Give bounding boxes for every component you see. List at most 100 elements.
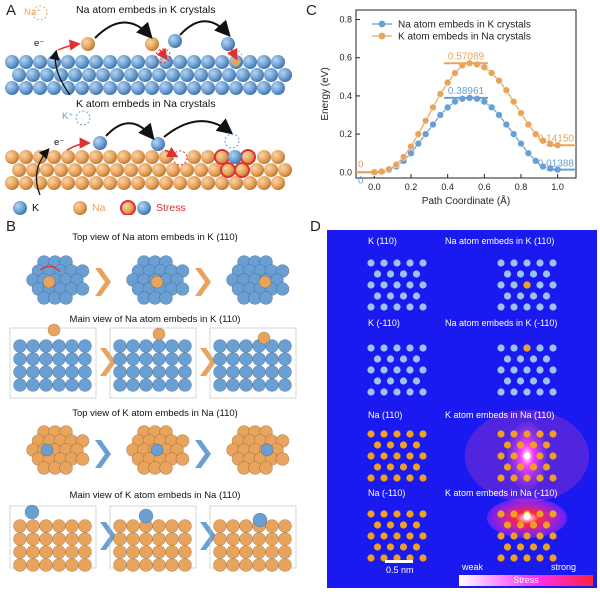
lattice-atom bbox=[503, 355, 512, 363]
lattice-atom bbox=[542, 463, 551, 471]
lattice-atom bbox=[373, 270, 382, 278]
lattice-atom bbox=[510, 474, 518, 482]
data-label: 0 bbox=[358, 159, 364, 170]
na-lattice-atom bbox=[152, 163, 166, 177]
lattice-atom bbox=[367, 474, 375, 482]
na-ion-label: Na⁺ bbox=[24, 7, 42, 18]
lattice-atom bbox=[265, 558, 279, 572]
black-arrow bbox=[94, 21, 153, 39]
legend-stress-swatch bbox=[137, 201, 151, 215]
lattice-atom bbox=[542, 441, 551, 449]
lattice-atom bbox=[367, 281, 375, 289]
na-lattice-atom bbox=[201, 176, 215, 190]
lattice-atom bbox=[265, 519, 279, 533]
data-point bbox=[385, 165, 393, 173]
lattice-atom bbox=[523, 532, 531, 540]
k-lattice-atom bbox=[236, 68, 250, 82]
data-point bbox=[488, 103, 496, 112]
lattice-atom bbox=[113, 545, 127, 559]
lattice-atom bbox=[510, 281, 518, 289]
lattice-atom bbox=[536, 366, 544, 374]
lattice-atom bbox=[239, 545, 253, 559]
data-point bbox=[429, 103, 437, 112]
k-lattice-atom bbox=[201, 81, 215, 95]
lattice-atom bbox=[412, 463, 421, 471]
legend-na-swatch bbox=[73, 201, 87, 215]
k-lattice-atom bbox=[145, 55, 159, 69]
lattice-atom bbox=[503, 543, 512, 551]
lattice-atom bbox=[393, 344, 401, 352]
k-ion-label: K⁺ bbox=[62, 111, 74, 122]
lattice-atom bbox=[367, 303, 375, 311]
lattice-atom bbox=[367, 532, 375, 540]
scale-bar bbox=[385, 560, 413, 563]
k-lattice-atom bbox=[89, 55, 103, 69]
lattice-atom bbox=[419, 344, 427, 352]
lattice-atom bbox=[393, 366, 401, 374]
d-title-6: K atom embeds in Na (110) bbox=[445, 410, 555, 420]
lattice-atom bbox=[380, 259, 388, 267]
k-lattice-atom bbox=[75, 55, 89, 69]
na-lattice-atom bbox=[208, 163, 222, 177]
lattice-atom bbox=[516, 521, 525, 529]
lattice-atom bbox=[126, 352, 140, 366]
lattice-atom bbox=[536, 344, 544, 352]
lattice-atom bbox=[406, 344, 414, 352]
lattice-atom bbox=[165, 339, 179, 353]
lattice-atom bbox=[549, 281, 557, 289]
data-point bbox=[414, 130, 422, 138]
plot-frame bbox=[355, 9, 577, 179]
lattice-atom bbox=[252, 512, 268, 528]
lattice-atom bbox=[113, 352, 127, 366]
black-arrow bbox=[163, 118, 234, 138]
lattice-atom bbox=[510, 510, 518, 518]
k-outline bbox=[224, 133, 240, 149]
lattice-atom bbox=[152, 519, 166, 533]
lattice-atom bbox=[278, 352, 292, 366]
lattice-atom bbox=[380, 303, 388, 311]
lattice-atom bbox=[139, 545, 153, 559]
red-arrow bbox=[227, 47, 238, 61]
lattice-atom bbox=[252, 558, 266, 572]
lattice-atom bbox=[399, 292, 408, 300]
lattice-atom bbox=[139, 365, 153, 379]
lattice-atom bbox=[239, 532, 253, 546]
data-point bbox=[510, 130, 518, 138]
lattice-atom bbox=[380, 554, 388, 562]
k-lattice-atom bbox=[187, 55, 201, 69]
lattice-atom bbox=[47, 323, 61, 337]
lattice-atom bbox=[65, 339, 79, 353]
k-lattice-atom bbox=[12, 68, 26, 82]
step-chevron bbox=[195, 440, 211, 468]
lattice-atom bbox=[412, 270, 421, 278]
lattice-atom bbox=[152, 327, 166, 341]
lattice-atom bbox=[536, 532, 544, 540]
lattice-atom bbox=[516, 270, 525, 278]
lattice-atom bbox=[239, 519, 253, 533]
y-tick-label: 0.8 bbox=[339, 15, 352, 25]
lattice-atom bbox=[497, 303, 505, 311]
lattice-atom bbox=[178, 558, 192, 572]
lattice-atom bbox=[265, 365, 279, 379]
lattice-atom bbox=[536, 474, 544, 482]
k-lattice-atom bbox=[173, 55, 187, 69]
lattice-atom bbox=[419, 388, 427, 396]
na-lattice-atom bbox=[271, 150, 285, 164]
stressed-atom bbox=[240, 149, 256, 165]
data-point bbox=[480, 63, 488, 71]
lattice-atom bbox=[78, 558, 92, 572]
lattice-atom bbox=[542, 543, 551, 551]
lattice-atom bbox=[39, 545, 53, 559]
k-lattice-atom bbox=[145, 81, 159, 95]
lattice-atom bbox=[497, 452, 505, 460]
lattice-atom bbox=[419, 303, 427, 311]
x-tick-label: 0.2 bbox=[405, 182, 418, 192]
k-lattice-atom bbox=[89, 81, 103, 95]
lattice-atom bbox=[113, 365, 127, 379]
na-lattice-atom bbox=[19, 150, 33, 164]
lattice-atom bbox=[393, 474, 401, 482]
lattice-atom bbox=[399, 441, 408, 449]
lattice-atom bbox=[78, 545, 92, 559]
lattice-atom bbox=[265, 378, 279, 392]
y-tick-label: 0.2 bbox=[339, 129, 352, 139]
